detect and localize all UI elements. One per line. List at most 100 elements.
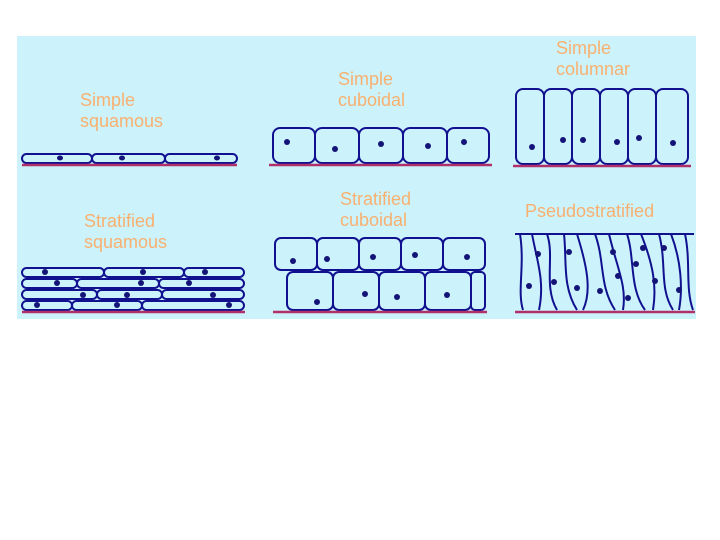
cell-boundary [658,233,674,311]
cell-boundary [608,233,625,311]
label-line: squamous [80,111,164,131]
cuboidal-cell [378,271,426,311]
cuboidal-cell [286,271,334,311]
columnar-cell [599,88,629,165]
squamous-cell [76,278,160,289]
cuboidal-cell [314,127,360,164]
nucleus [574,285,580,291]
nucleus [670,140,676,146]
epithelium-types-figure: Simple squamous Simple cuboidal Simple c… [17,36,696,319]
nucleus [461,139,467,145]
cell-boundary [546,233,558,311]
columnar-cell [627,88,657,165]
simple-cuboidal-diagram [269,127,492,167]
nucleus [614,139,620,145]
cell-boundary [594,233,616,311]
epithelium-drawings: .cell { fill: none; stroke: #111190; str… [21,88,695,314]
cuboidal-cell [332,271,380,311]
cuboidal-cell [316,237,360,271]
cuboidal-cell [442,237,486,271]
cell-boundary [531,233,543,311]
columnar-cell [655,88,689,165]
nucleus [676,287,682,293]
nucleus [314,299,320,305]
nucleus [124,292,130,298]
label-line: squamous [84,232,168,252]
label-stratified-cuboidal: Stratified cuboidal [340,189,411,231]
nucleus [597,288,603,294]
squamous-cell [158,278,245,289]
nucleus [560,137,566,143]
stratified-squamous-diagram [21,267,245,314]
cuboidal-cell [358,237,402,271]
squamous-cell [21,278,78,289]
nucleus [362,291,368,297]
nucleus [370,254,376,260]
nucleus [636,135,642,141]
cell-boundary [563,233,578,311]
nucleus [625,295,631,301]
cuboidal-cell [402,127,448,164]
nucleus [290,258,296,264]
cell-boundary [670,233,682,311]
squamous-cell [141,300,245,311]
label-line: Stratified [340,189,412,209]
cell-boundary [576,233,589,311]
cuboidal-cell [400,237,444,271]
nucleus [661,245,667,251]
label-line: Stratified [84,211,156,231]
cuboidal-cell [424,271,472,311]
nucleus [464,254,470,260]
label-simple-squamous: Simple squamous [80,90,163,132]
label-line: columnar [556,59,631,79]
squamous-cell [91,153,166,164]
label-line: cuboidal [338,90,406,110]
cuboidal-cell [470,271,486,311]
nucleus [54,280,60,286]
columnar-cell [571,88,601,165]
simple-squamous-diagram [21,153,238,167]
label-simple-cuboidal: Simple cuboidal [338,69,405,111]
nucleus [210,292,216,298]
nucleus [138,280,144,286]
nucleus [284,139,290,145]
simple-columnar-diagram [513,88,691,168]
label-line: cuboidal [340,210,408,230]
nucleus [580,137,586,143]
pseudostratified-diagram [515,233,695,314]
cell-boundary [684,233,694,311]
squamous-cell [161,289,245,300]
nucleus [226,302,232,308]
nucleus [425,143,431,149]
nucleus [57,155,63,161]
label-line: Simple [556,38,612,58]
label-simple-columnar: Simple columnar [556,38,630,80]
nucleus [551,279,557,285]
nucleus [214,155,220,161]
nucleus [412,252,418,258]
nucleus [535,251,541,257]
squamous-cell [21,300,73,311]
stratified-cuboidal-diagram [273,237,487,314]
nucleus [34,302,40,308]
nucleus [378,141,384,147]
columnar-cell [515,88,545,165]
nucleus [566,249,572,255]
nucleus [610,249,616,255]
nucleus [615,273,621,279]
nucleus [633,261,639,267]
label-line: Simple [338,69,394,89]
nucleus [332,146,338,152]
cuboidal-cell [272,127,316,164]
nucleus [394,294,400,300]
nucleus [526,283,532,289]
label-pseudostratified: Pseudostratified [525,201,654,222]
label-line: Pseudostratified [525,201,655,221]
squamous-cell [183,267,245,278]
nucleus [119,155,125,161]
label-line: Simple [80,90,136,110]
squamous-cell [21,267,105,278]
cuboidal-cell [274,237,318,271]
squamous-cell [164,153,238,164]
cuboidal-cell [446,127,490,164]
